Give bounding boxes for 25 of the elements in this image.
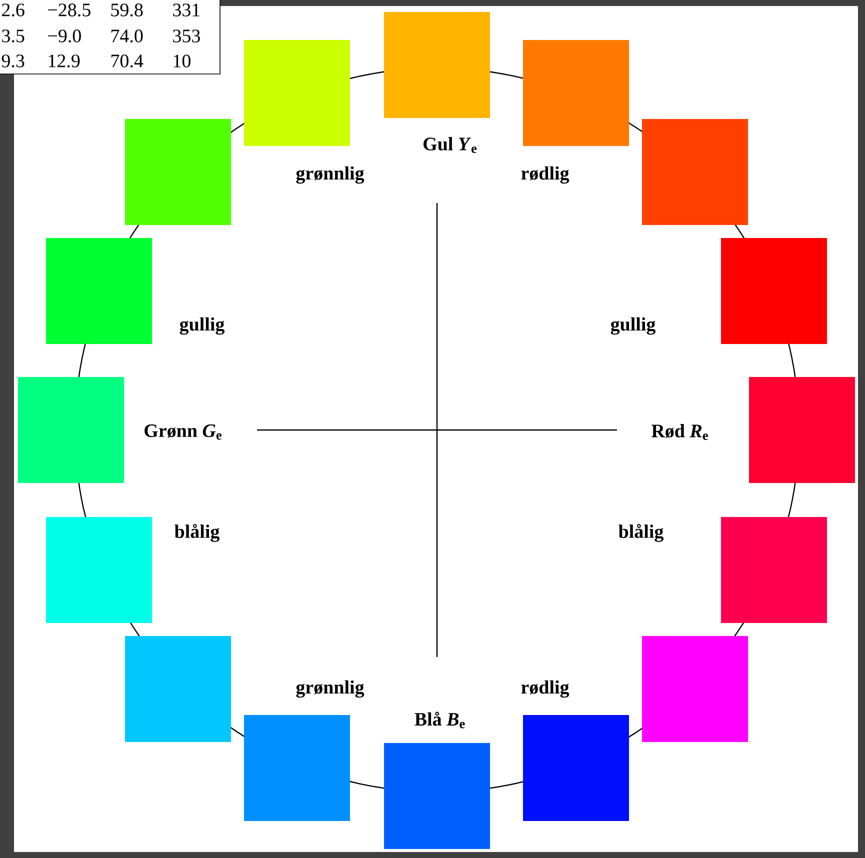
- label: 331: [173, 4, 200, 16]
- hue-label: Rød R$_{e}$: [652, 424, 708, 440]
- hue-label: Blå B$_{e}$: [414, 712, 465, 728]
- table-box: 2.6 −28.5 59.8 331 3.5 −9.0 74.0 353 9.3 12.9 70.4 10: [0, 0, 220, 74]
- label: 3.5: [2, 30, 24, 42]
- hue-label: gullig: [610, 317, 656, 335]
- label: 9.3: [2, 54, 24, 68]
- label: 10: [174, 54, 190, 68]
- label: 59.8: [111, 4, 143, 16]
- label: 70.4: [111, 54, 144, 68]
- label: 12.9: [48, 54, 80, 68]
- hue-label: rødlig: [521, 166, 570, 184]
- hue-label: rødlig: [521, 680, 570, 698]
- hue-label: grønnlig: [296, 680, 364, 698]
- label: 353: [173, 30, 200, 42]
- hue-label: grønnlig: [296, 166, 364, 184]
- label: −9.0: [48, 30, 81, 42]
- hue-label: Gul Y$_{e}$: [424, 137, 477, 153]
- hue-label: blålig: [174, 524, 220, 542]
- label: −28.5: [48, 4, 90, 16]
- hue-label: Grønn G$_{e}$: [144, 424, 222, 440]
- hue-label: gullig: [180, 317, 225, 335]
- hue-label: blålig: [618, 524, 664, 542]
- label: 74.0: [111, 30, 143, 42]
- label: 2.6: [2, 4, 24, 16]
